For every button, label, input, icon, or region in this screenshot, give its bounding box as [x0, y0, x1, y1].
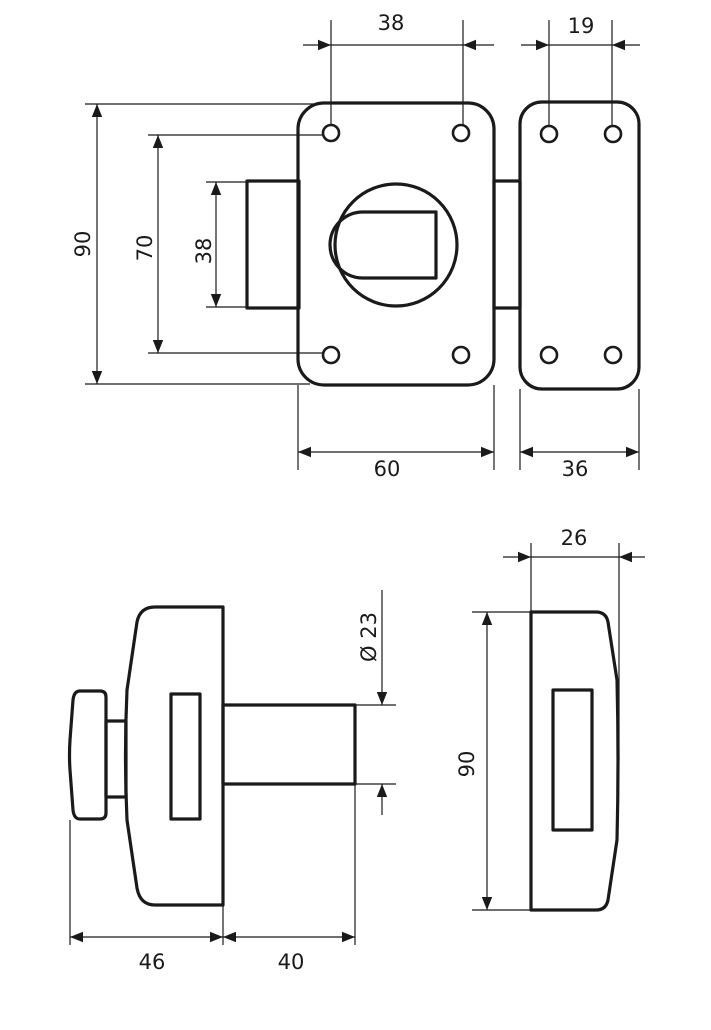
dim-strike-width: 36	[562, 457, 589, 481]
strike-hole-bottom-left	[539, 345, 559, 365]
strike-hole-top-right	[603, 124, 623, 144]
lock-body	[296, 101, 496, 387]
dim-strike-hole-spacing: 19	[568, 14, 595, 38]
front-view-dimensions: 38 19 90 70 38 60 36	[71, 11, 640, 481]
screw-hole-bottom-right	[451, 345, 471, 365]
cylinder-ring	[333, 182, 459, 308]
dim-cylinder-length: 40	[278, 950, 305, 974]
dim-cylinder-diameter: Ø 23	[357, 612, 381, 662]
knob-stem	[104, 719, 128, 799]
strike-side-dimensions: 26 90	[455, 526, 645, 911]
screw-hole-top-left	[321, 123, 341, 143]
dim-body-width: 60	[374, 457, 401, 481]
dim-total-height: 90	[71, 231, 95, 258]
strike-side-slot	[551, 688, 594, 832]
bolt-connector	[492, 179, 522, 310]
strike-side-body	[529, 610, 620, 912]
dim-bolt-height: 38	[192, 238, 216, 265]
dim-hole-spacing-vertical: 70	[133, 235, 157, 262]
strike-plate	[518, 100, 641, 391]
dim-hole-spacing-horizontal: 38	[378, 11, 405, 35]
dim-strike-depth: 26	[561, 526, 588, 550]
strike-hole-bottom-right	[603, 345, 623, 365]
screw-hole-top-right	[451, 123, 471, 143]
cylinder-body	[221, 703, 357, 786]
side-view-dimensions: Ø 23 46 40	[69, 590, 396, 974]
lock-side-view	[67, 605, 357, 907]
side-body	[123, 605, 225, 907]
strike-plate-front-view	[518, 100, 641, 391]
screw-hole-bottom-left	[321, 345, 341, 365]
thumb-knob	[67, 689, 108, 821]
strike-hole-top-left	[539, 124, 559, 144]
dim-strike-height: 90	[455, 751, 479, 778]
dim-body-depth: 46	[139, 950, 166, 974]
side-slot	[169, 692, 202, 821]
bolt	[245, 179, 301, 310]
lock-front-view	[245, 101, 522, 387]
key-slot	[328, 210, 438, 280]
strike-side-view	[529, 610, 620, 912]
